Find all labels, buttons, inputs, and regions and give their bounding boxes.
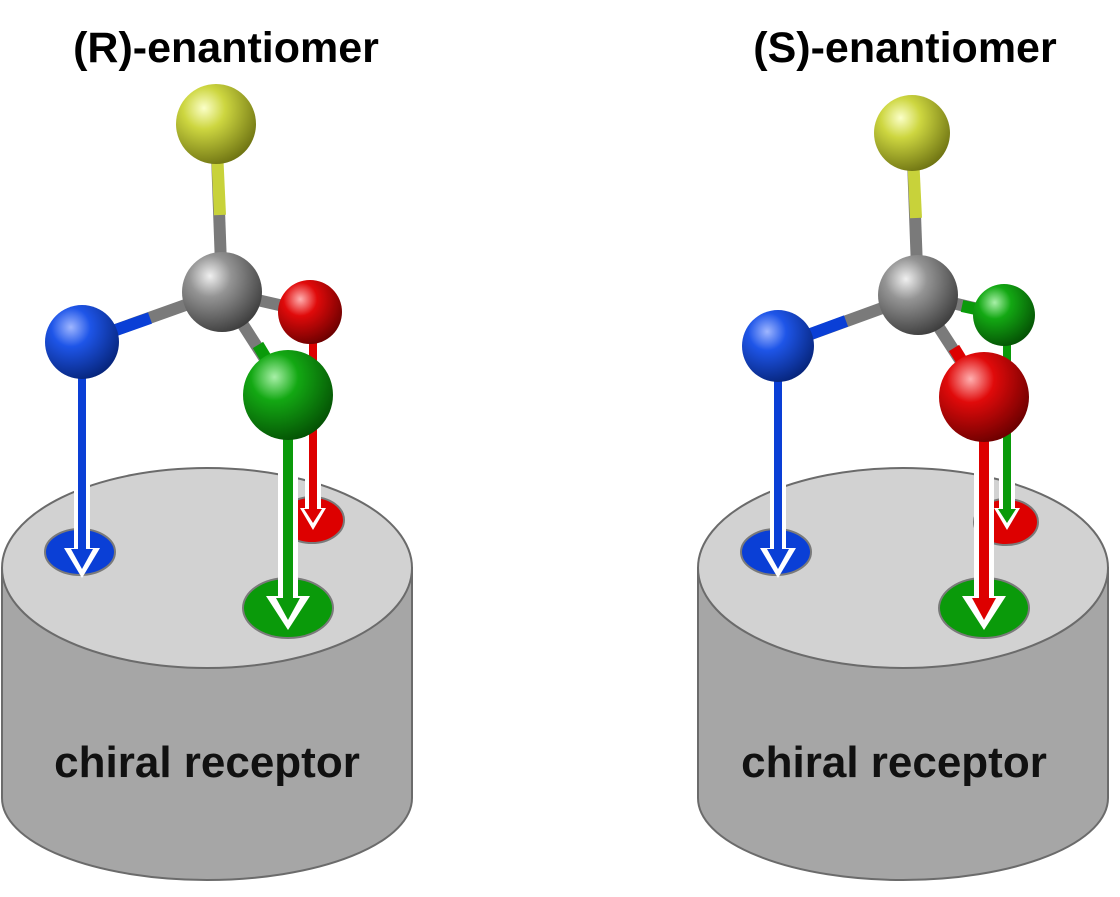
s-receptor-label: chiral receptor xyxy=(741,738,1047,787)
s-front-arrow xyxy=(962,422,1006,630)
s-yellow-atom xyxy=(874,95,950,171)
s-back-atom xyxy=(973,284,1035,346)
s-blue-atom xyxy=(742,310,814,382)
r-blue-arrow xyxy=(64,360,100,578)
s-receptor-cylinder xyxy=(697,467,1109,881)
r-receptor-cylinder xyxy=(1,467,413,881)
r-back-atom xyxy=(278,280,342,344)
r-yellow-atom xyxy=(176,84,256,164)
r-blue-atom xyxy=(45,305,119,379)
s-carbon-atom xyxy=(878,255,958,335)
r-receptor-label: chiral receptor xyxy=(54,738,360,787)
r-front-atom xyxy=(243,350,333,440)
r-panel: chiral receptor xyxy=(1,84,413,881)
r-enantiomer-title: (R)-enantiomer xyxy=(73,24,379,72)
s-front-atom xyxy=(939,352,1029,442)
s-panel: chiral receptor xyxy=(697,95,1109,881)
s-enantiomer-title: (S)-enantiomer xyxy=(753,24,1057,72)
r-carbon-atom xyxy=(182,252,262,332)
s-blue-arrow xyxy=(760,362,796,578)
r-front-arrow xyxy=(266,420,310,630)
